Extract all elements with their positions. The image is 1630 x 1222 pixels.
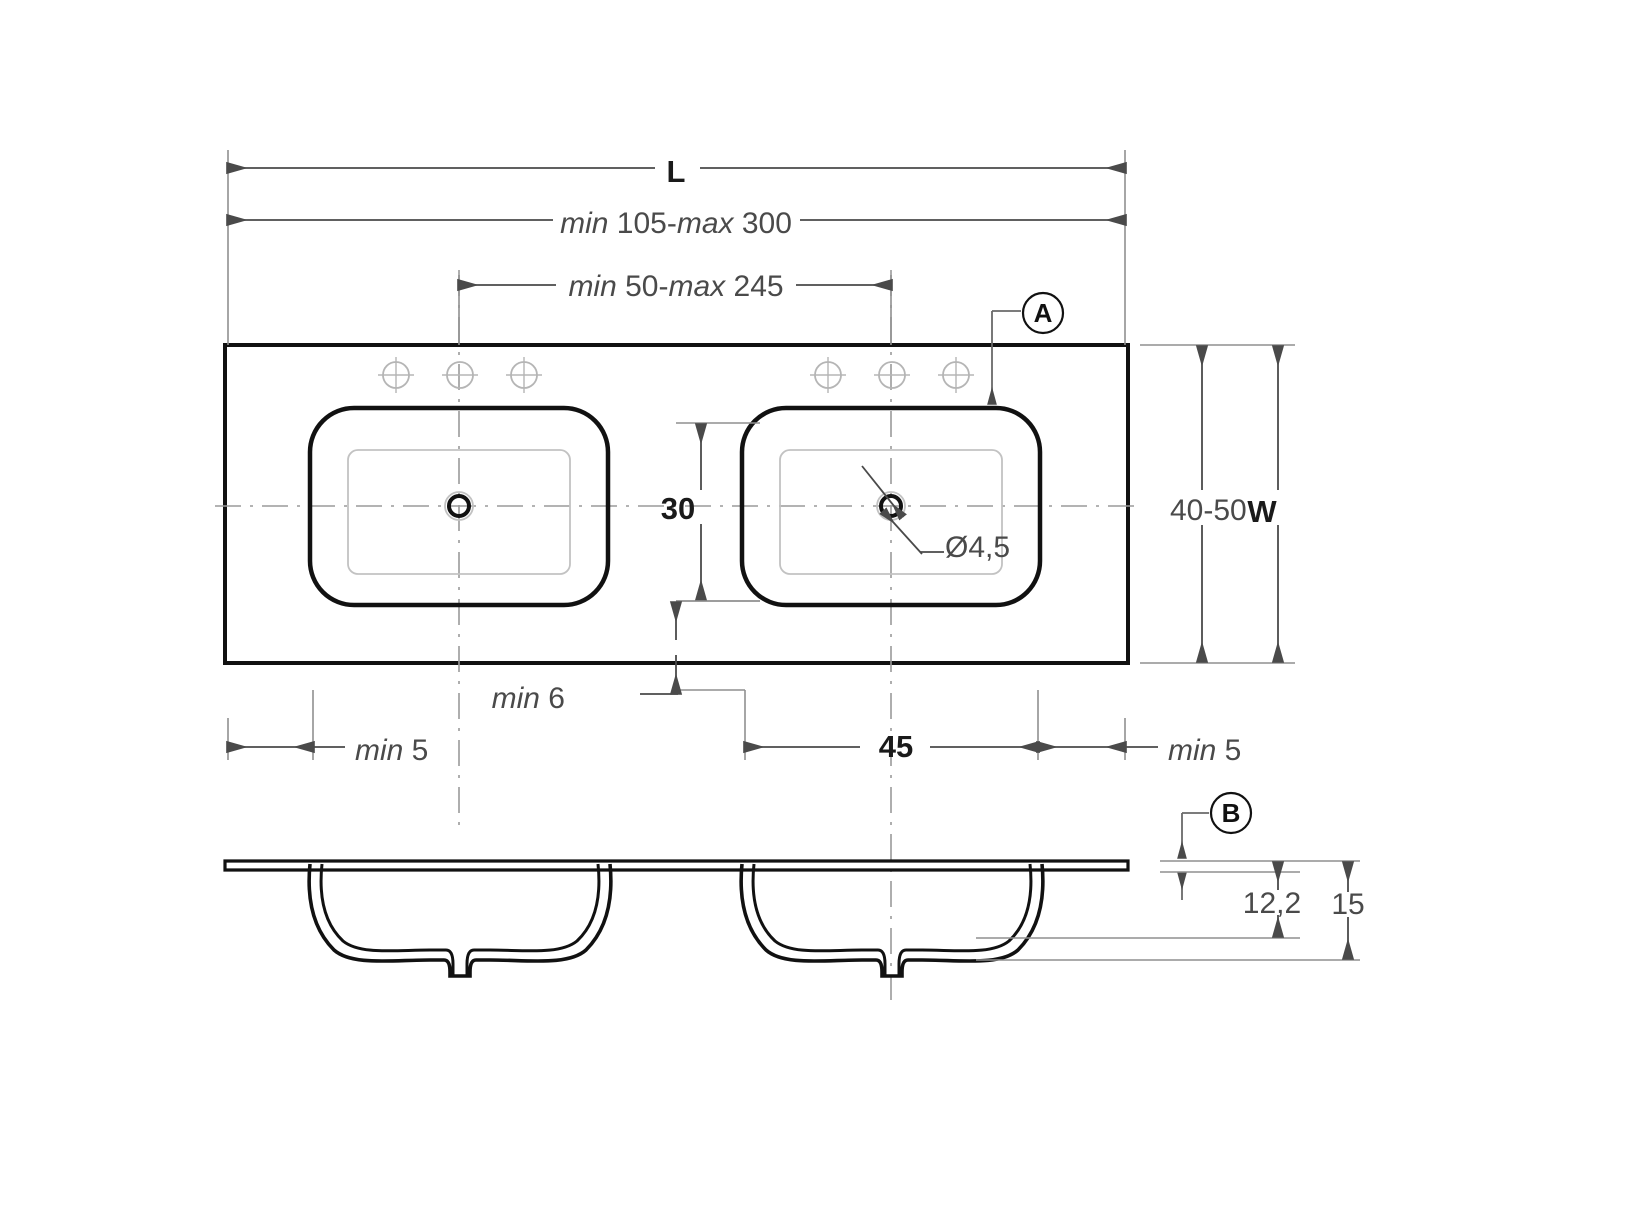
min-value: 105- — [608, 207, 676, 240]
dimension-basin-spacing: min 50-max 245 — [457, 270, 893, 345]
callout-B-label: B — [1222, 798, 1241, 828]
min-prefix: min — [492, 682, 540, 715]
callout-A-circle — [1021, 291, 1065, 335]
min-value: 6 — [540, 682, 565, 715]
basin-inner-rect-right — [779, 449, 1003, 575]
max-prefix: max — [677, 207, 735, 240]
max-value: 300 — [734, 207, 792, 240]
max-value: 245 — [725, 270, 783, 303]
callout-B-group: B — [1177, 791, 1253, 900]
section-dimension-group: 12,2 15 — [976, 860, 1365, 961]
dimension-label-15: 15 — [1331, 888, 1364, 921]
leader-arrow-lower — [879, 507, 923, 555]
section-view-group: B 12,2 15 — [223, 791, 1365, 978]
min-prefix: min — [568, 270, 616, 303]
bottom-dimension-row: min 5 45 min 5 — [226, 690, 1241, 767]
min-prefix: min — [1168, 734, 1216, 767]
tap-holes-left — [378, 357, 542, 393]
dimension-label-min-6: min 6 — [492, 682, 565, 715]
bowl-inner-profile-right — [751, 863, 1033, 978]
callout-B-circle — [1209, 791, 1253, 835]
dimension-label-45: 45 — [879, 729, 913, 764]
drain-hole-outer-left — [444, 491, 474, 521]
bowl-outer-profile-left — [307, 863, 613, 978]
bowl-inner-profile-left — [319, 863, 601, 978]
countertop-slab-section — [223, 859, 1130, 872]
leader-arrow-upper — [861, 465, 907, 521]
right-dimension-group: 40-50 W — [1140, 344, 1295, 664]
dimension-label-left-min-5: min 5 — [355, 734, 428, 767]
drain-hole-left — [447, 494, 471, 518]
dimension-label-40-50: 40-50 — [1170, 494, 1247, 527]
drain-diameter-label: Ø4,5 — [945, 531, 1010, 564]
dimension-L: L — [226, 150, 1127, 345]
top-view-group: Ø4,5 L min 105-max 300 min 50-max 245 — [215, 150, 1295, 1000]
dimension-label-L: L — [667, 154, 686, 189]
basin-outline-left — [307, 405, 611, 608]
dimension-min-6: min 6 — [492, 600, 760, 715]
min-value: 50- — [617, 270, 669, 303]
tap-holes-right — [810, 357, 974, 393]
dimension-label-30: 30 — [661, 491, 695, 526]
dimension-label-12-2: 12,2 — [1243, 887, 1301, 920]
dimension-label-right-min-5: min 5 — [1168, 734, 1241, 767]
dimension-label-basin-spacing: min 50-max 245 — [568, 270, 783, 303]
basin-inner-rect-left — [347, 449, 571, 575]
basin-outline-right — [739, 405, 1043, 608]
callout-A-group: A — [987, 291, 1065, 405]
max-prefix: max — [668, 270, 726, 303]
dimension-label-W: W — [1247, 494, 1277, 529]
callout-A-label: A — [1034, 298, 1053, 328]
min-value: 5 — [1216, 734, 1241, 767]
dimension-label-length-range: min 105-max 300 — [560, 207, 792, 240]
drain-diameter-leader: Ø4,5 — [861, 465, 1010, 564]
min-prefix: min — [560, 207, 608, 240]
dimension-length-range: min 105-max 300 — [226, 207, 1127, 240]
min-value: 5 — [403, 734, 428, 767]
min-prefix: min — [355, 734, 403, 767]
basin-left — [307, 357, 611, 608]
